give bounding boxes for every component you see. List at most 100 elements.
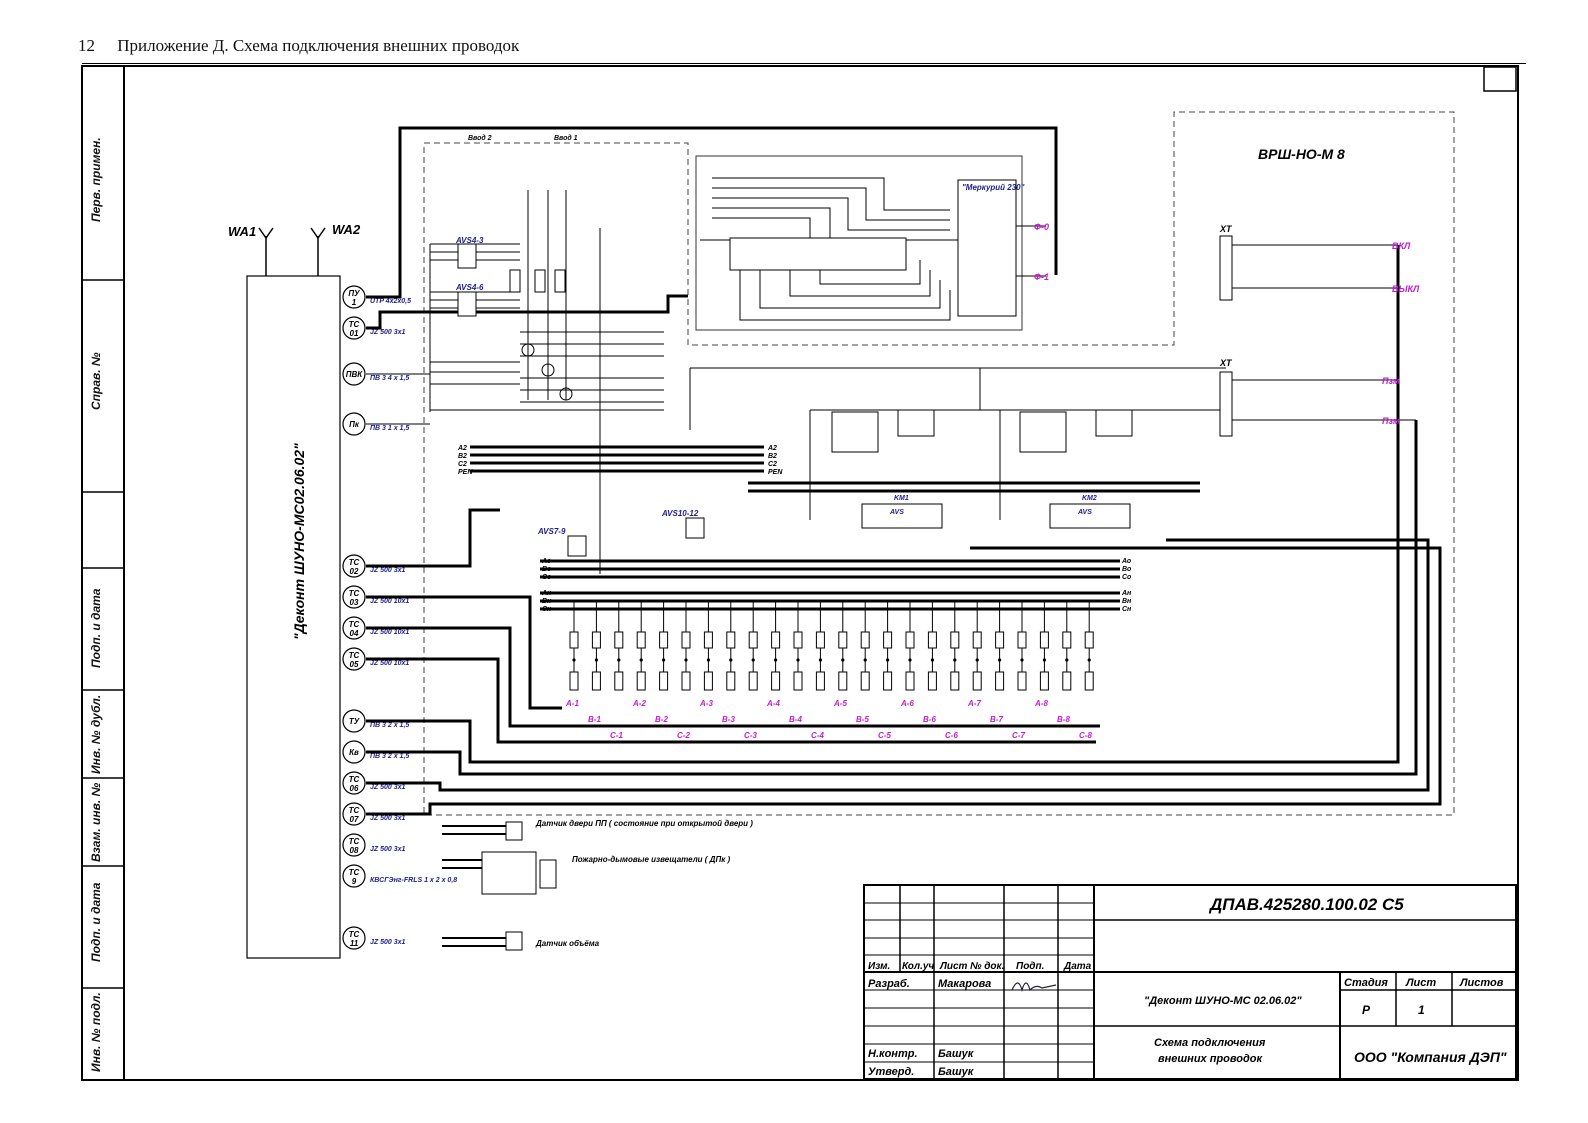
- connector-cable-8: ПВ 3 2 x 1,5: [370, 722, 409, 729]
- breaker-4: [659, 671, 669, 691]
- fuse-17: [950, 631, 960, 649]
- meter-label: "Меркурий 230": [962, 183, 1025, 192]
- fuse-dot-4: [662, 658, 666, 662]
- fuse-dot-6: [706, 658, 711, 662]
- connector-7: [342, 647, 366, 671]
- fuse-13: [860, 631, 870, 649]
- connector-cable-9: ПВ 3 2 x 1,5: [370, 753, 409, 760]
- connector-code-7: ТС: [349, 651, 360, 660]
- connector-cable-0: UTP 4x2x0,5: [370, 298, 411, 305]
- product-name: "Деконт ШУНО-МС 02.06.02": [1144, 995, 1302, 1007]
- fuse-3: [636, 631, 646, 649]
- fuse-dot-11: [818, 658, 823, 662]
- fuse-10: [793, 631, 803, 649]
- connector-num-4: 02: [350, 567, 359, 576]
- connector-code-5: ТС: [349, 589, 360, 598]
- contactor-km1: KM1: [894, 495, 909, 502]
- controller-block: [246, 275, 341, 959]
- stamp-inv-podl: Инв. № подл.: [89, 992, 103, 1072]
- connector-cable-5: JZ 500 10x1: [370, 598, 409, 605]
- breaker-14: [883, 671, 893, 691]
- connector-code-4: ТС: [349, 558, 360, 567]
- role-1: Н.контр.: [868, 1048, 918, 1060]
- fuse-dot-10: [796, 658, 800, 662]
- breaker-avs-r2: AVS: [1077, 509, 1092, 516]
- antenna-wa2: WA2: [332, 222, 361, 237]
- connector-cable-6: JZ 500 10x1: [370, 629, 409, 636]
- groups_c-7: С-8: [1079, 731, 1092, 740]
- groups_a-3: А-4: [766, 699, 780, 708]
- groups_c-4: С-5: [878, 731, 891, 740]
- breaker-avs4-6: AVS4-6: [455, 283, 484, 292]
- fuse-9: [771, 631, 781, 649]
- breaker-avs7-9: AVS7-9: [537, 527, 566, 536]
- connector-5: [342, 585, 366, 609]
- fuse-dot-13: [863, 658, 867, 662]
- groups_b-6: В-7: [990, 715, 1003, 724]
- bus-out-right-0: Ао: [1121, 558, 1132, 565]
- stage-header-2: Листов: [1459, 977, 1504, 989]
- connector-num-5: 03: [350, 598, 359, 607]
- breaker-21: [1039, 671, 1049, 691]
- fuse-0: [569, 631, 579, 649]
- fuse-dot-16: [930, 658, 935, 662]
- bus-out-left-2: Со: [542, 574, 552, 581]
- fuse-dot-12: [841, 658, 845, 662]
- col-header-1: Кол.уч: [902, 961, 934, 972]
- antenna-wa1: WA1: [228, 224, 256, 239]
- fuse-22: [1062, 631, 1072, 649]
- connector-cable-3: ПВ 3 1 x 1,5: [370, 425, 409, 432]
- connector-code-9: Кв: [349, 748, 359, 757]
- role-2: Утверд.: [868, 1066, 914, 1078]
- breaker-16: [927, 671, 937, 691]
- xt-label-2: ХТ: [1219, 358, 1233, 368]
- drawing-title-line-2: внешних проводок: [1158, 1053, 1263, 1065]
- signature: [1011, 982, 1057, 993]
- connector-num-10: 06: [350, 784, 359, 793]
- drawing-frame: [81, 65, 1519, 1081]
- fuse-20: [1017, 631, 1027, 649]
- breaker-9: [771, 671, 781, 691]
- fuse-dot-1: [594, 658, 599, 662]
- name-1: Башук: [938, 1048, 975, 1060]
- thin-wiring: [366, 190, 1416, 574]
- stamp-vzam-inv: Взам. инв. №: [89, 782, 103, 862]
- connector-code-1: ТС: [349, 320, 360, 329]
- drawing-title-line-1: Схема подключения: [1154, 1037, 1266, 1049]
- output-on: ВКЛ: [1392, 241, 1411, 251]
- contactor-km2: KM2: [1082, 495, 1097, 502]
- fuse-dot-22: [1065, 658, 1069, 662]
- breaker-blocks: [457, 243, 1133, 557]
- connector-cable-2: ПВ 3 4 x 1,5: [370, 375, 409, 382]
- side-stamp: Перв. примен. Справ. № Подп. и дата Инв.…: [89, 137, 103, 1072]
- groups_b-4: В-5: [856, 715, 869, 724]
- fuse-dot-23: [1087, 658, 1091, 662]
- groups_a-6: А-7: [967, 699, 981, 708]
- bus-out-right-5: Сн: [1122, 606, 1132, 613]
- breaker-6: [703, 671, 713, 691]
- fuse-dot-14: [886, 658, 890, 662]
- bus-out-left-1: Во: [542, 566, 552, 573]
- connector-code-2: ПВК: [346, 370, 364, 379]
- breaker-20: [1017, 671, 1027, 691]
- fuse-1: [591, 631, 601, 649]
- bus-out-left-5: Сн: [542, 606, 552, 613]
- dashed-enclosures: [423, 111, 1455, 816]
- fuse-12: [838, 631, 848, 649]
- output-off: ВЫКЛ: [1392, 284, 1420, 294]
- fuse-16: [927, 631, 937, 649]
- bus-left-2: C2: [458, 461, 467, 468]
- fuse-14: [883, 631, 893, 649]
- connector-cable-14: JZ 500 3x1: [370, 939, 406, 946]
- fuse-4: [659, 631, 669, 649]
- breaker-avs4-3: AVS4-3: [455, 236, 484, 245]
- connector-3: [342, 412, 366, 436]
- fuse-6: [703, 631, 713, 649]
- breaker-10: [793, 671, 803, 691]
- antennas: [258, 227, 326, 276]
- connector-code-3: Пк: [349, 420, 360, 429]
- bus-left-1: B2: [458, 453, 467, 460]
- groups_b-7: В-8: [1057, 715, 1070, 724]
